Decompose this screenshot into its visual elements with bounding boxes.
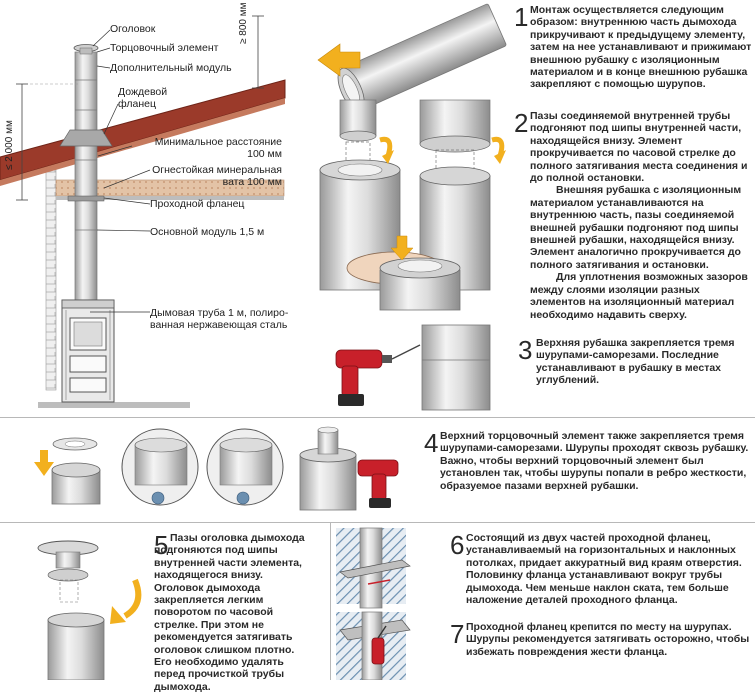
label-rain-flange-line1: Дождевой <box>118 86 168 98</box>
label-pass-flange: Проходной фланец <box>150 198 245 210</box>
step1-paragraph: Монтаж осуществляется следующим образом:… <box>530 4 752 91</box>
step3-paragraph: Верхняя рубашка закрепляется тремя шуруп… <box>536 337 735 387</box>
section-divider <box>330 522 331 680</box>
label-smoke-pipe-line2: ванная нержавеющая сталь <box>150 319 288 331</box>
dimension-800: ≥ 800 мм <box>238 2 249 44</box>
step4-text: Верхний торцовочный элемент также закреп… <box>440 430 752 492</box>
label-min-distance: Минимальное расстояние 100 мм <box>152 136 282 160</box>
step1-text: Монтаж осуществляется следующим образом:… <box>530 4 752 91</box>
dimension-2000: ≤ 2 000 мм <box>4 120 15 170</box>
step3-text: Верхняя рубашка закрепляется тремя шуруп… <box>536 337 750 387</box>
step6-illustration <box>336 527 411 609</box>
label-end-element: Торцовочный элемент <box>110 42 219 54</box>
label-rain-flange-line2: фланец <box>118 98 157 110</box>
step2-text: Пазы соединяемой внутренней трубы подгон… <box>530 110 752 321</box>
step5-text: Пазы оголовка дымохода подгоняются под ш… <box>154 532 306 693</box>
step3-illustration <box>335 324 491 411</box>
step4-number: 4 <box>424 428 439 458</box>
label-smoke-pipe: Дымовая труба 1 м, полиро- ванная нержав… <box>150 307 288 331</box>
label-wool-line2: вата 100 мм <box>222 176 282 188</box>
step5-paragraph: Пазы оголовка дымохода подгоняются под ш… <box>154 532 305 693</box>
section-divider <box>0 417 755 418</box>
label-smoke-pipe-line1: Дымовая труба 1 м, полиро- <box>150 307 289 319</box>
step6-number: 6 <box>450 530 465 560</box>
label-mineral-wool: Огнестойкая минеральная вата 100 мм <box>150 164 282 188</box>
step4-illustration <box>34 426 399 511</box>
step7-number: 7 <box>450 619 465 649</box>
step5-number: 5 <box>154 530 169 560</box>
label-main-module: Основной модуль 1,5 м <box>150 226 265 238</box>
step2-paragraph: Пазы соединяемой внутренней трубы подгон… <box>530 110 748 185</box>
section-divider <box>0 522 755 523</box>
label-extra-module: Дополнительный модуль <box>110 62 232 74</box>
step6-text: Состоящий из двух частей проходной флане… <box>466 532 752 606</box>
step2-paragraph: Для уплотнения возможных зазоров между с… <box>530 271 748 321</box>
step1-illustration <box>317 3 507 112</box>
step6-paragraph: Состоящий из двух частей проходной флане… <box>466 532 742 607</box>
label-min-distance-line1: Минимальное расстояние <box>154 136 282 148</box>
step5-illustration <box>37 540 142 680</box>
step2-number: 2 <box>514 108 529 138</box>
step3-number: 3 <box>518 335 533 365</box>
label-wool-line1: Огнестойкая минеральная <box>152 164 282 176</box>
step2-illustration <box>319 99 506 311</box>
step7-text: Проходной фланец крепится по месту на шу… <box>466 621 752 658</box>
chimney-system-diagram <box>0 15 286 408</box>
step2-paragraph: Внешняя рубашка с изоляционным материало… <box>530 184 742 271</box>
step7-paragraph: Проходной фланец крепится по месту на шу… <box>466 621 750 658</box>
label-min-distance-line2: 100 мм <box>247 148 282 160</box>
step1-number: 1 <box>514 2 529 32</box>
label-cap: Оголовок <box>110 23 156 35</box>
step7-illustration <box>336 611 411 680</box>
step4-paragraph: Верхний торцовочный элемент также закреп… <box>440 430 749 492</box>
label-rain-flange: Дождевой фланец <box>118 86 167 110</box>
